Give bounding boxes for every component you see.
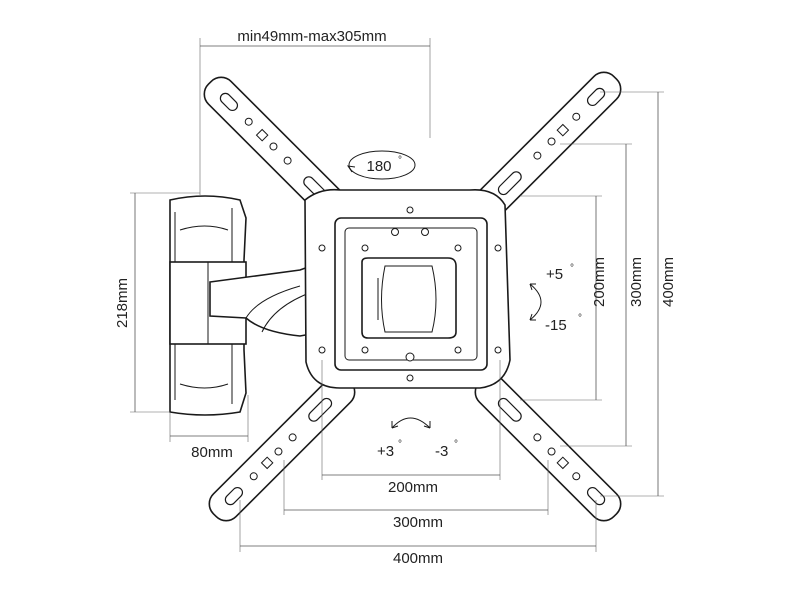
swivel-label: 180 bbox=[366, 158, 391, 175]
rotate-left-label: +3 bbox=[377, 443, 394, 460]
tilt-down-degree: ° bbox=[578, 313, 582, 324]
tilt-indicator: +5 ° -15 ° bbox=[529, 263, 582, 334]
depth-width-label: 80mm bbox=[191, 444, 233, 461]
swivel-degree: ° bbox=[398, 155, 402, 166]
vesa-h-400-label: 400mm bbox=[393, 550, 443, 567]
swivel-indicator: 180 ° bbox=[346, 150, 416, 180]
depth-height-dimension: 218mm bbox=[114, 192, 200, 413]
vesa-v-200-label: 200mm bbox=[591, 257, 608, 307]
rotate-right-label: -3 bbox=[435, 443, 448, 460]
rotate-left-degree: ° bbox=[398, 439, 402, 450]
center-plate bbox=[304, 188, 511, 389]
tilt-up-label: +5 bbox=[546, 266, 563, 283]
bracket-arms bbox=[203, 71, 622, 522]
vesa-vertical-dimensions: 200mm 300mm 400mm bbox=[520, 91, 677, 497]
vesa-horizontal-dimensions: 200mm 300mm 400mm bbox=[239, 360, 597, 567]
vesa-h-300-label: 300mm bbox=[393, 514, 443, 531]
vesa-h-200-label: 200mm bbox=[388, 479, 438, 496]
arm-extension-dimension: min49mm-max305mm bbox=[199, 28, 431, 195]
arm-extension-label: min49mm-max305mm bbox=[237, 28, 386, 45]
depth-width-dimension: 80mm bbox=[169, 395, 249, 461]
tilt-down-label: -15 bbox=[545, 317, 567, 334]
depth-height-label: 218mm bbox=[114, 278, 131, 328]
rotation-indicator: +3 ° -3 ° bbox=[377, 417, 458, 460]
rotate-right-degree: ° bbox=[454, 439, 458, 450]
tilt-up-degree: ° bbox=[570, 263, 574, 274]
vesa-v-300-label: 300mm bbox=[628, 257, 645, 307]
swing-arm bbox=[209, 260, 323, 337]
vesa-v-400-label: 400mm bbox=[660, 257, 677, 307]
